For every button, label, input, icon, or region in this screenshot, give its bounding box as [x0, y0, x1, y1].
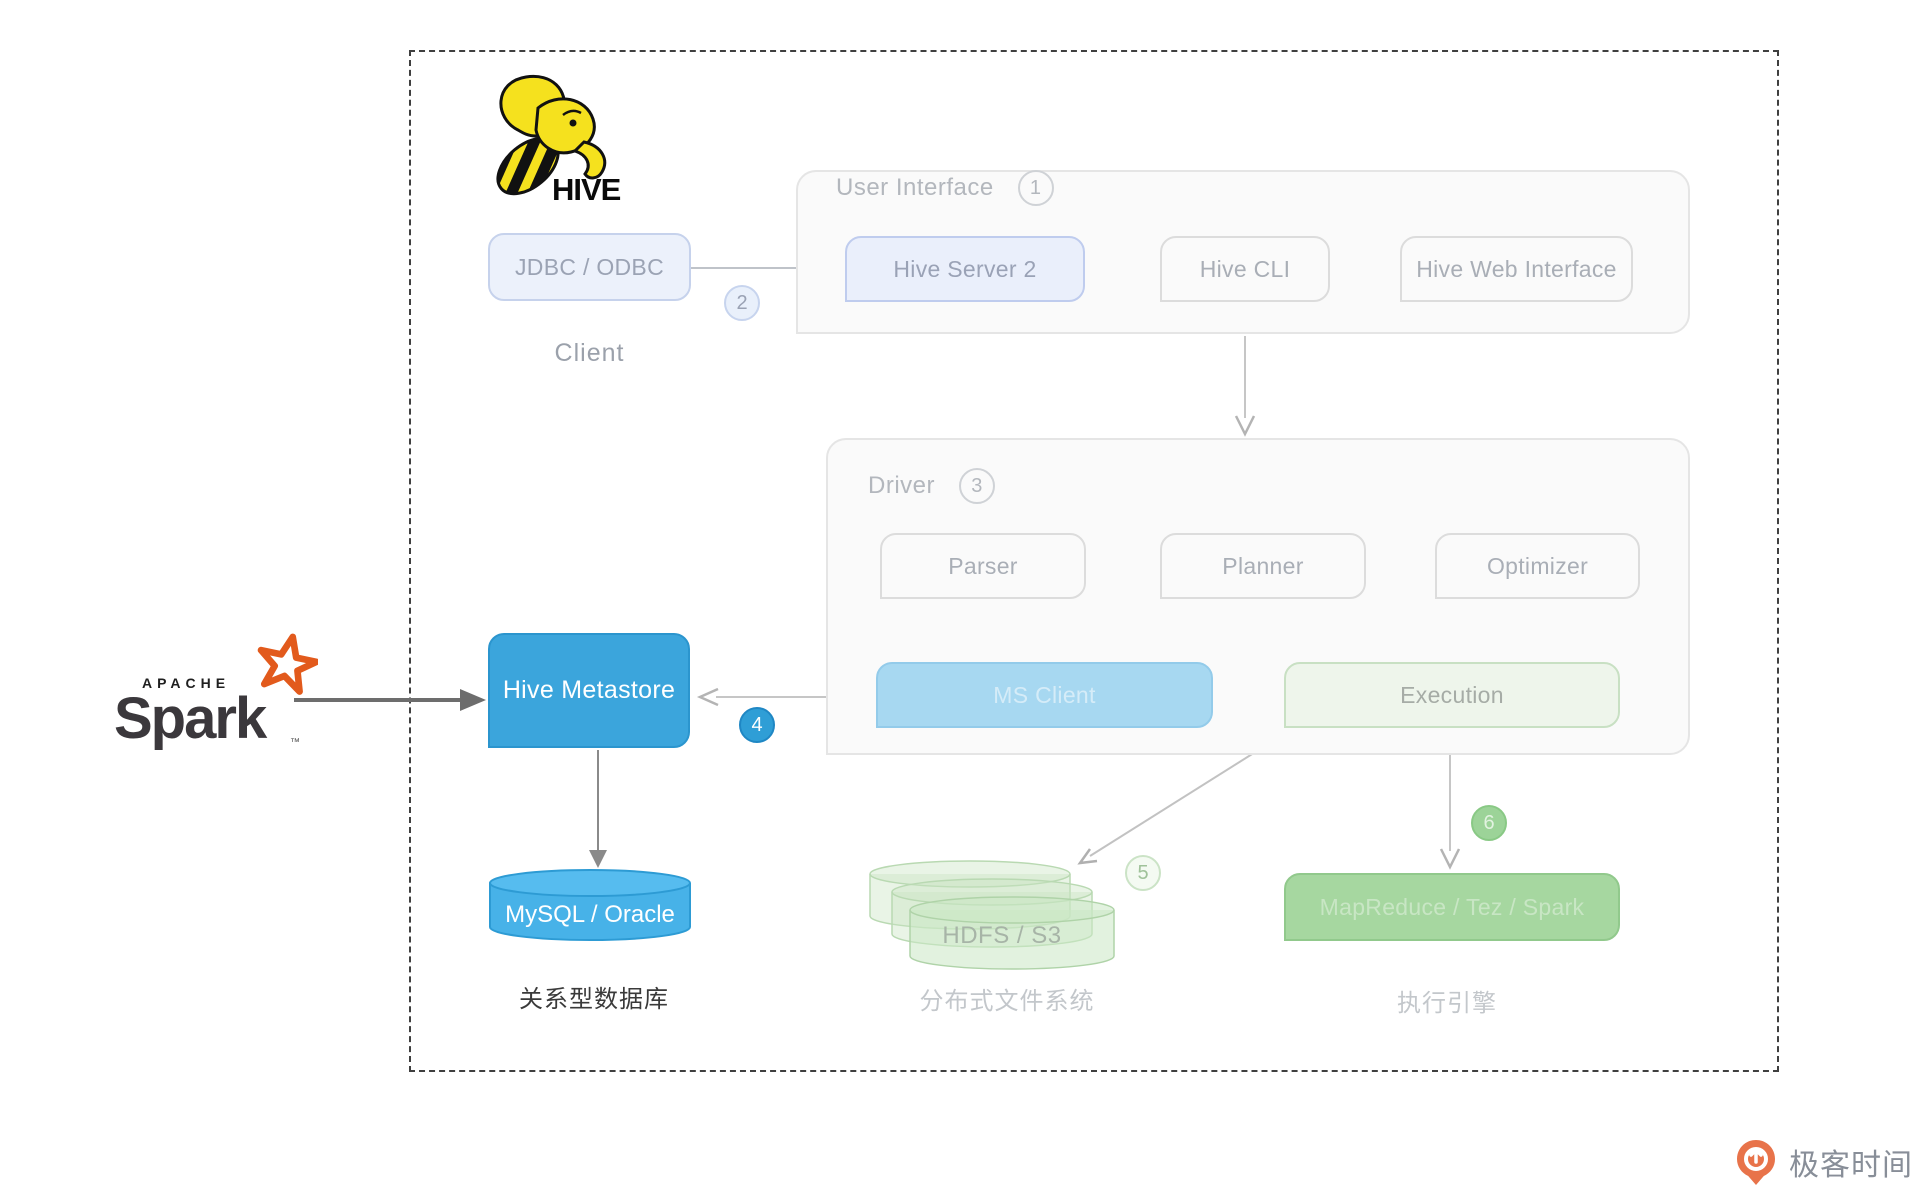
execution-label: Execution [1400, 681, 1504, 708]
optimizer-box: Optimizer [1435, 533, 1640, 599]
geektime-text: 极客时间 [1789, 1149, 1913, 1182]
jdbc-odbc-box: JDBC / ODBC [488, 233, 691, 301]
user-interface-title: User Interface 1 [836, 170, 1054, 206]
hdfs-s3-label: HDFS / S3 [942, 922, 1062, 949]
hive-logo: HIVE [487, 74, 622, 207]
optimizer-label: Optimizer [1486, 552, 1589, 579]
hive-metastore-box: Hive Metastore [488, 633, 690, 748]
parser-label: Parser [948, 552, 1018, 579]
execution-box: Execution [1284, 662, 1620, 728]
ms-client-label: MS Client [993, 681, 1096, 708]
ms-client-box: MS Client [876, 662, 1213, 728]
user-interface-title-text: User Interface [836, 174, 994, 201]
driver-title: Driver 3 [868, 468, 995, 504]
hive-cli-label: Hive CLI [1199, 255, 1291, 282]
hive-server-2-label: Hive Server 2 [893, 255, 1037, 282]
planner-box: Planner [1160, 533, 1366, 599]
diagram-dashed-border [409, 50, 1779, 1072]
hive-logo-text: HIVE [552, 172, 621, 207]
relational-db-label: 关系型数据库 [519, 986, 669, 1013]
spark-name-text: Spark [114, 686, 267, 751]
step-4-badge: 4 [739, 707, 775, 743]
step-1-badge: 1 [1017, 170, 1054, 206]
distributed-fs-label: 分布式文件系统 [919, 988, 1095, 1015]
jdbc-odbc-label: JDBC / ODBC [515, 253, 664, 280]
spark-apache-text: APACHE [142, 675, 231, 691]
mysql-oracle-label: MySQL / Oracle [505, 901, 675, 928]
hive-web-interface-label: Hive Web Interface [1416, 255, 1617, 282]
apache-spark-logo: APACHE Spark ™ [114, 633, 318, 757]
hive-bee-trunk [572, 140, 607, 180]
step-3-badge: 3 [959, 468, 995, 504]
hive-server-2-box: Hive Server 2 [845, 236, 1085, 302]
step-6-badge: 6 [1471, 805, 1507, 841]
planner-label: Planner [1222, 552, 1304, 579]
spark-star-icon [257, 633, 318, 695]
geektime-logo: 极客时间 [1735, 1138, 1913, 1186]
driver-title-text: Driver [868, 472, 935, 499]
client-label: Client [554, 339, 625, 367]
mysql-cylinder [489, 869, 691, 941]
parser-box: Parser [880, 533, 1086, 599]
execution-engine-label: 执行引擎 [1397, 990, 1497, 1017]
mapreduce-tez-spark-label: MapReduce / Tez / Spark [1319, 893, 1585, 920]
step-5-badge: 5 [1125, 855, 1161, 891]
hive-cli-box: Hive CLI [1160, 236, 1330, 302]
hive-web-interface-box: Hive Web Interface [1400, 236, 1633, 302]
hdfs-cylinders [869, 860, 1115, 970]
spark-tm: ™ [290, 737, 300, 748]
mapreduce-tez-spark-box: MapReduce / Tez / Spark [1284, 873, 1620, 941]
hive-metastore-label: Hive Metastore [502, 676, 676, 704]
geektime-icon [1737, 1140, 1775, 1185]
step-2-badge: 2 [724, 285, 760, 321]
